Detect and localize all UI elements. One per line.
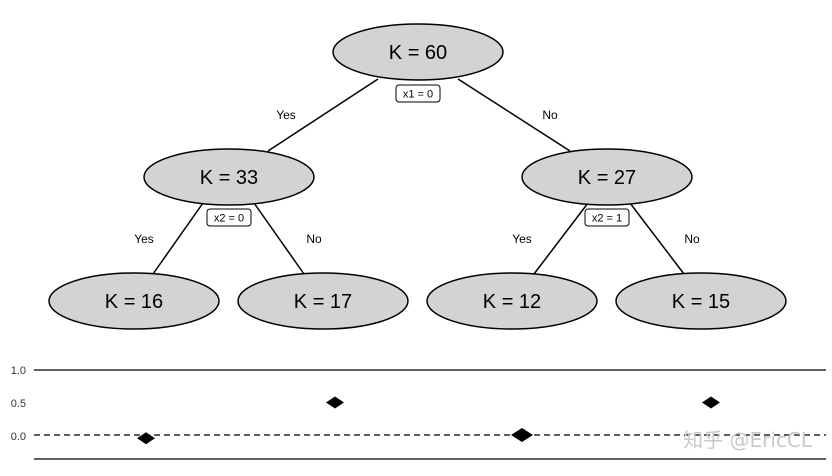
edge-label-no: No: [306, 232, 322, 246]
node-label: K = 17: [294, 291, 352, 313]
split-label-root: x1 = 0: [395, 84, 441, 103]
leaf-node: K = 15: [615, 272, 787, 330]
node-label: K = 33: [200, 167, 258, 189]
leaf-node: K = 16: [48, 272, 220, 330]
points-layer: [137, 396, 720, 445]
split-text: x2 = 1: [592, 213, 622, 225]
edge-right-rr: [629, 202, 685, 275]
node-label: K = 16: [105, 291, 163, 313]
edge-label-yes: Yes: [512, 232, 532, 246]
edge-label-yes: Yes: [276, 108, 296, 122]
leaf-node: K = 17: [237, 272, 409, 330]
leaf-node: K = 12: [426, 272, 598, 330]
diamond-marker: [702, 396, 720, 409]
value-strip: 1.0 0.5 0.0: [11, 365, 826, 460]
edge-label-no: No: [542, 108, 558, 122]
diamond-marker: [137, 432, 155, 445]
tick-label: 0.5: [11, 398, 26, 410]
split-text: x2 = 0: [214, 213, 244, 225]
node-label: K = 60: [389, 42, 447, 64]
tick-label: 1.0: [11, 365, 26, 377]
node-left: K = 33: [143, 148, 315, 206]
node-label: K = 15: [672, 291, 730, 313]
edge-left-lr: [253, 202, 305, 275]
diamond-marker: [326, 396, 344, 409]
tick-label: 0.0: [11, 431, 26, 443]
edge-root-right: [457, 78, 571, 152]
edge-left-ll: [152, 202, 204, 275]
split-text: x1 = 0: [403, 89, 433, 101]
node-label: K = 27: [578, 167, 636, 189]
split-label-right: x2 = 1: [584, 208, 630, 227]
node-label: K = 12: [483, 291, 541, 313]
watermark: 知乎 @EricCL: [683, 428, 813, 452]
edge-right-rl: [533, 202, 589, 275]
diamond-marker: [511, 428, 533, 442]
split-label-left: x2 = 0: [206, 208, 252, 227]
node-root: K = 60: [332, 23, 504, 81]
node-right: K = 27: [521, 148, 693, 206]
edge-label-yes: Yes: [134, 232, 154, 246]
edge-root-left: [267, 78, 379, 152]
edge-label-no: No: [684, 232, 700, 246]
